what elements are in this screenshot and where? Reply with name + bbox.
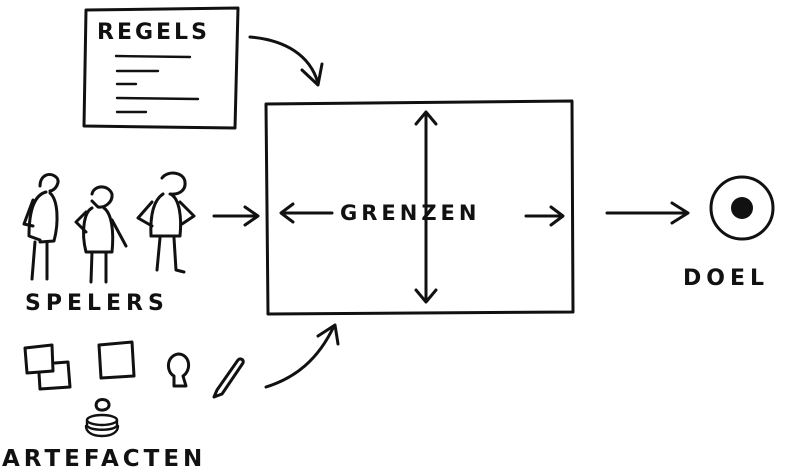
goal-label: DOEL [683,266,770,291]
player-3-figure [136,171,196,274]
rules-label: REGELS [97,20,210,45]
artifacts-label: ARTEFACTEN [2,446,207,472]
artifacts-icons [23,340,245,438]
boundaries-label: GRENZEN [340,201,481,225]
coin-stack-icon [84,398,120,438]
arrow-boundaries-to-goal [605,201,690,225]
arrow-players-to-boundaries [212,205,260,227]
player-1-figure [22,173,60,281]
card-icon [97,340,136,380]
players-figures [22,171,196,284]
player-2-figure [74,185,128,284]
rules-document [82,6,240,130]
goal-target-icon [709,175,775,241]
players-label: SPELERS [25,291,169,316]
arrow-rules-to-boundaries [248,35,324,87]
arrow-artifacts-to-boundaries [264,323,340,389]
pawn-icon [167,352,191,388]
pen-icon [212,357,245,399]
stacked-cards-icon [23,343,55,375]
boundaries-box [264,99,575,316]
